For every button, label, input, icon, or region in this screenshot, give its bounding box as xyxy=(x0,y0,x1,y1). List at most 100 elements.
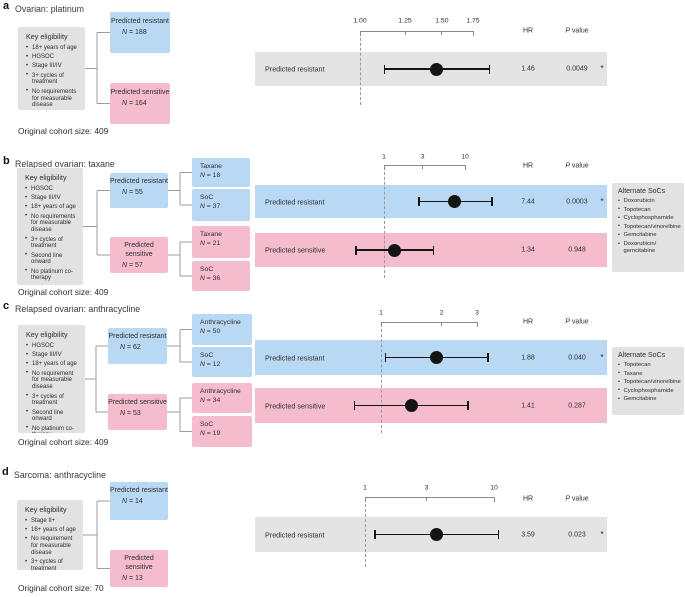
node-label: Predicted sensitive xyxy=(124,242,154,258)
n-italic: N xyxy=(200,171,205,179)
key-eligibility-title: Key eligibility xyxy=(26,32,68,41)
cohort-size-b: Original cohort size: 409 xyxy=(18,287,109,297)
leaf-n: N = 18 xyxy=(200,172,250,181)
node-predicted-sensitive-c: Predicted sensitive N = 53 xyxy=(108,394,167,430)
x-axis-tick xyxy=(441,322,443,326)
n-italic: N xyxy=(122,189,128,197)
ci-cap-left xyxy=(374,530,376,539)
key-eligibility-list: HGSOC Stage III/IV 18+ years of age No r… xyxy=(26,343,81,433)
key-eligibility-box-a: Key eligibility 18+ years of age HGSOC S… xyxy=(18,27,85,110)
node-n: N = 14 xyxy=(110,498,168,507)
node-predicted-sensitive-a: Predicted sensitive N = 164 xyxy=(110,83,170,124)
ci-cap-right xyxy=(488,64,491,74)
leaf-title: Taxane xyxy=(200,162,222,170)
x-tick-label: 3 xyxy=(424,484,429,492)
n-value: = 18 xyxy=(204,171,221,179)
cohort-size-d: Original cohort size: 70 xyxy=(18,583,104,593)
eligibility-item: HGSOC xyxy=(25,186,79,193)
hr-column-header: HR xyxy=(522,318,534,326)
x-axis-line xyxy=(365,497,494,498)
n-italic: N xyxy=(200,396,205,404)
x-axis-line xyxy=(384,165,465,166)
eligibility-item: Stage III/IV xyxy=(26,352,81,359)
eligibility-item: 18+ years of age xyxy=(25,204,79,211)
eligibility-item: No requirements for measurable disease xyxy=(25,213,79,234)
x-tick-label: 2 xyxy=(439,309,444,317)
leaf-soc-resistant: SoC N = 37 xyxy=(192,189,250,221)
alternate-soc-item: Topotecan xyxy=(618,362,681,369)
node-label: Predicted resistant xyxy=(108,333,167,340)
x-axis-tick xyxy=(359,31,361,36)
x-axis-tick xyxy=(441,31,443,35)
x-tick-label: 1 xyxy=(363,484,367,492)
leaf-taxane-resistant: Taxane N = 18 xyxy=(192,158,250,187)
p-value: 0.948 xyxy=(568,246,586,254)
hr-column-header: HR xyxy=(522,27,534,35)
alternate-socs-box-c: Alternate SoCs Topotecan Taxane Topoteca… xyxy=(612,347,684,415)
x-axis-tick xyxy=(383,165,385,170)
alternate-soc-item: Cyclophosphamide xyxy=(618,387,681,395)
node-n: N = 55 xyxy=(110,189,168,198)
x-axis-tick xyxy=(380,322,382,327)
cohort-size-a: Original cohort size: 409 xyxy=(18,126,109,136)
key-eligibility-box-d: Key eligibility Stage II+ 18+ years of a… xyxy=(17,500,83,570)
leaf-n: N = 19 xyxy=(200,430,252,439)
hr-point xyxy=(387,243,401,257)
eligibility-item: 18+ years of age xyxy=(26,361,81,368)
p-header-rest: value xyxy=(569,162,589,170)
forest-row-label: Predicted resistant xyxy=(265,353,325,362)
n-value: = 53 xyxy=(125,410,141,418)
n-value: = 188 xyxy=(127,29,147,37)
key-eligibility-title: Key eligibility xyxy=(26,330,68,339)
significance-star: * xyxy=(600,195,604,206)
x-tick-label: 1.25 xyxy=(398,17,412,25)
node-n: N = 53 xyxy=(108,410,167,419)
x-axis-tick xyxy=(464,165,466,170)
hr-value: 7.44 xyxy=(521,198,535,205)
leaf-soc-resistant: SoC N = 12 xyxy=(192,347,252,377)
x-tick-label: 1.50 xyxy=(435,17,449,25)
x-axis-tick xyxy=(426,497,428,501)
eligibility-item: No requirement for measurable disease xyxy=(26,370,81,391)
leaf-title: Taxane xyxy=(200,230,222,238)
node-n: N = 164 xyxy=(110,100,170,109)
eligibility-item: Stage III/IV xyxy=(25,195,79,202)
eligibility-item: No platinum co-therapy xyxy=(25,268,79,283)
x-tick-label: 10 xyxy=(461,153,469,161)
hr-value: 1.34 xyxy=(521,246,535,254)
n-italic: N xyxy=(120,344,126,352)
reference-dashed-line xyxy=(383,167,385,278)
n-value: = 55 xyxy=(127,189,143,197)
n-value: = 14 xyxy=(127,498,143,506)
alternate-soc-item: Topotecan/​vinorelbine xyxy=(618,223,681,231)
alternate-soc-item: Gemcitabine xyxy=(618,396,681,403)
n-value: = 13 xyxy=(127,575,143,582)
p-value: 0.287 xyxy=(568,402,586,409)
panel-title-d: Sarcoma: anthracycline xyxy=(14,470,106,480)
n-value: = 50 xyxy=(204,327,221,335)
eligibility-item: Stage II+ xyxy=(25,518,79,525)
n-italic: N xyxy=(200,202,205,210)
alternate-socs-box-b: Alternate SoCs Doxorubicin Topotecan Cyc… xyxy=(612,183,684,272)
node-n: N = 188 xyxy=(110,29,170,38)
eligibility-item: 3+ cycles of treatment xyxy=(26,72,81,87)
p-column-header: P value xyxy=(565,28,588,35)
ci-cap-left xyxy=(384,353,386,362)
key-eligibility-list: Stage II+ 18+ years of age No requiremen… xyxy=(25,518,79,570)
significance-star: * xyxy=(600,63,604,74)
p-header-italic: P xyxy=(565,162,570,170)
p-value: 0.040 xyxy=(568,354,586,361)
eligibility-item: Second line onward xyxy=(26,409,81,424)
node-predicted-resistant-b: Predicted resistant N = 55 xyxy=(110,173,168,208)
panel-label-c: c xyxy=(3,300,10,312)
ci-cap-right xyxy=(491,197,493,206)
node-label: Predicted sensitive xyxy=(124,555,154,571)
leaf-title: SoC xyxy=(200,193,214,201)
eligibility-item: 18+ years of age xyxy=(25,527,79,534)
forest-row-label: Predicted sensitive xyxy=(265,401,326,410)
node-label: Predicted resistant xyxy=(110,487,168,494)
panel-title-b: Relapsed ovarian: taxane xyxy=(15,159,115,169)
alternate-socs-title: Alternate SoCs xyxy=(618,352,666,359)
eligibility-item: Second line onward xyxy=(25,252,79,267)
